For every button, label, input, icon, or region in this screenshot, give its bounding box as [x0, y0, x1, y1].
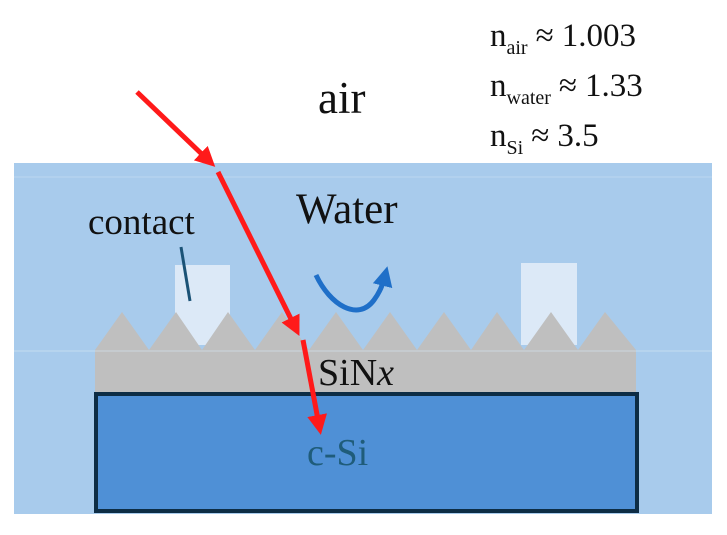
air-label: air [318, 73, 365, 123]
n-si-label: nSi≈3.5 [490, 118, 599, 159]
n-water-label: nwater≈1.33 [490, 68, 643, 109]
csi-label: c-Si [307, 432, 368, 474]
refracted-ray-silicon-arrow [300, 339, 327, 435]
water-label: Water [296, 186, 398, 233]
csi-substrate [94, 392, 639, 513]
contact-label: contact [88, 202, 196, 243]
sinx-layer [95, 312, 636, 393]
refracted-ray-water-arrow [215, 170, 300, 336]
flow-arrow-icon [313, 266, 393, 313]
n-air-label: nair≈1.003 [490, 18, 636, 59]
incident-ray-arrow [135, 90, 216, 167]
sinx-label: SiNx [318, 352, 394, 394]
contact-pointer-line [179, 246, 192, 302]
